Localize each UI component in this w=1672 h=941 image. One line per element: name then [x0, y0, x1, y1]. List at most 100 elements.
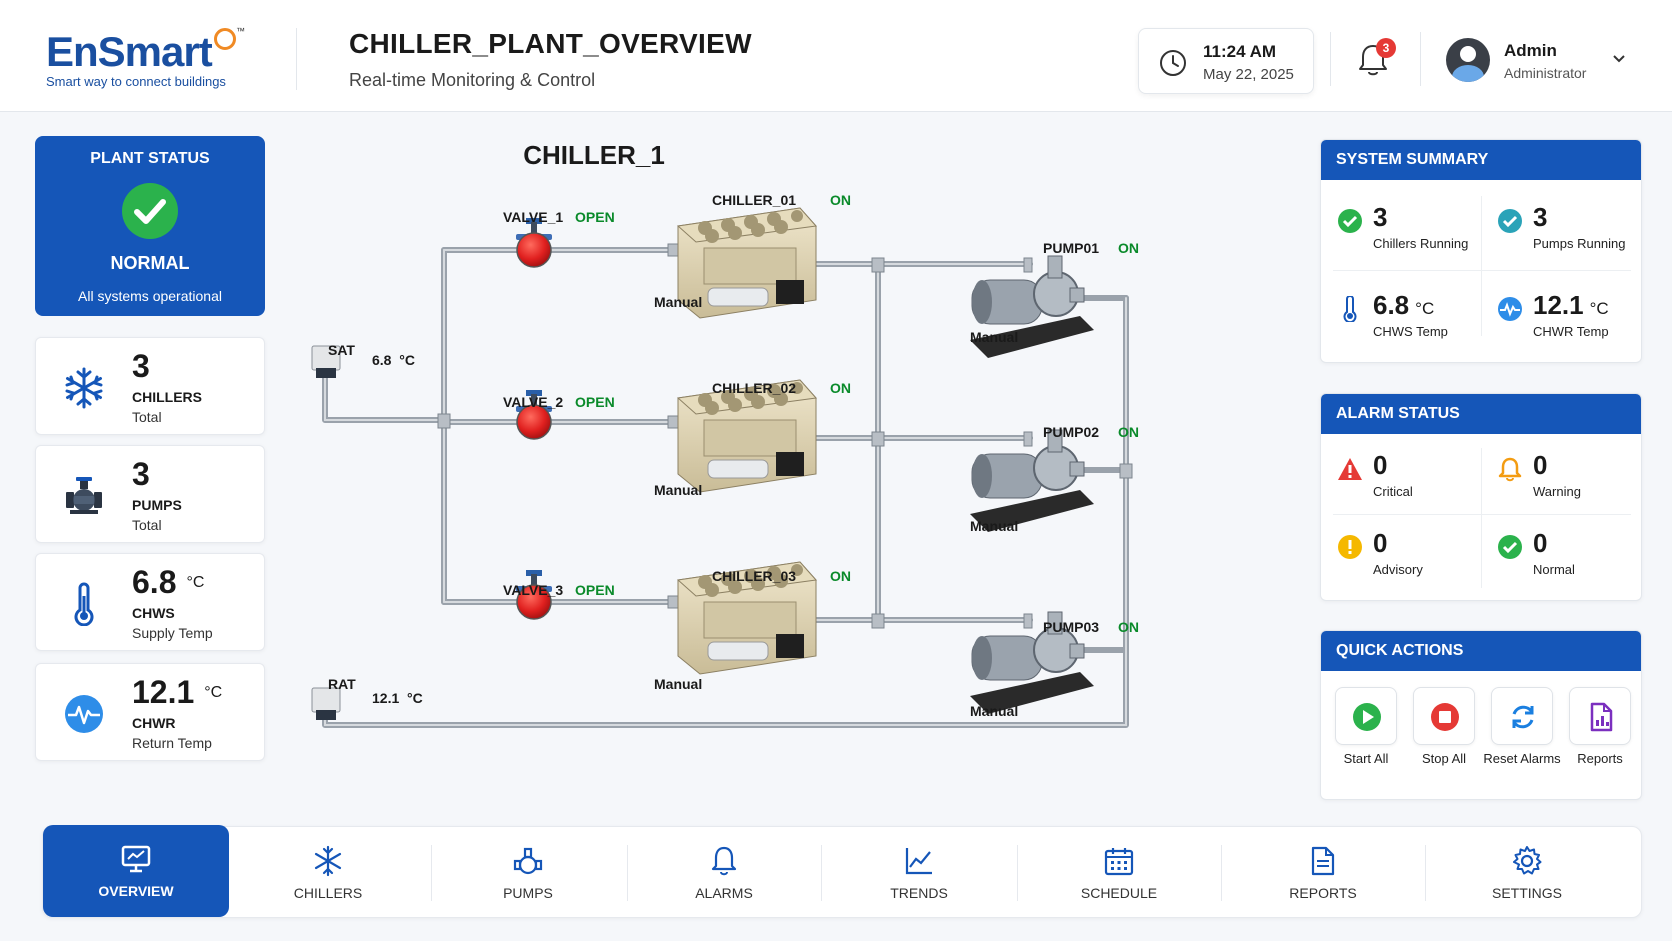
- chevron-down-icon[interactable]: [1612, 54, 1626, 64]
- nav-overview[interactable]: OVERVIEW: [43, 825, 229, 917]
- alarm-normal-value: 0: [1533, 528, 1548, 558]
- valve-3-icon: [516, 570, 552, 620]
- stat-sublabel: Return Temp: [132, 735, 212, 751]
- monitor-icon: [121, 845, 151, 873]
- nav-reports[interactable]: REPORTS: [1223, 827, 1423, 919]
- chiller-3-name[interactable]: CHILLER_03: [712, 568, 797, 584]
- alarm-advisory-value: 0: [1373, 528, 1388, 558]
- nav-pumps[interactable]: PUMPS: [433, 827, 623, 919]
- datetime-card: 11:24 AM May 22, 2025: [1138, 28, 1314, 94]
- stat-card-chillers[interactable]: 3 CHILLERS Total: [35, 337, 265, 435]
- stat-value: 6.8°C: [132, 564, 205, 600]
- chiller-2-name[interactable]: CHILLER_02: [712, 380, 797, 396]
- stat-label: CHWS: [132, 605, 175, 621]
- chwr-temp-label: CHWR Temp: [1533, 324, 1609, 339]
- pump-icon: [66, 477, 102, 514]
- stat-value: 3: [132, 348, 150, 384]
- nav-schedule[interactable]: SCHEDULE: [1019, 827, 1219, 919]
- stop-all-button[interactable]: [1413, 687, 1475, 745]
- reset-alarms-label: Reset Alarms: [1483, 751, 1561, 766]
- stop-all-label: Stop All: [1421, 751, 1467, 766]
- check-circle-icon: [122, 183, 178, 239]
- refresh-icon: [1512, 705, 1534, 729]
- stat-label: CHILLERS: [132, 389, 202, 405]
- bell-icon: [711, 846, 737, 876]
- stat-value: 3: [132, 456, 150, 492]
- document-icon: [1311, 846, 1335, 876]
- check-circle-icon: [1338, 209, 1362, 233]
- nav-settings-label: SETTINGS: [1491, 885, 1562, 901]
- report-document-icon: [1590, 702, 1613, 732]
- pump-1-mode[interactable]: Manual: [970, 329, 1019, 345]
- stat-sublabel: Total: [132, 517, 162, 533]
- page-title: CHILLER_PLANT_OVERVIEW: [349, 28, 752, 59]
- pump-1-state[interactable]: ON: [1118, 240, 1139, 256]
- reset-alarms-button[interactable]: [1491, 687, 1553, 745]
- nav-divider: [627, 845, 628, 901]
- nav-trends[interactable]: TRENDS: [823, 827, 1015, 919]
- chiller-3-state[interactable]: ON: [830, 568, 851, 584]
- stat-card-chwr[interactable]: 12.1°C CHWR Return Temp: [35, 663, 265, 761]
- alert-triangle-icon: [1338, 458, 1362, 480]
- chillers-running-value: 3: [1373, 202, 1388, 232]
- pump-unit-3: [970, 611, 1094, 714]
- ensmart-logo[interactable]: EnSmart ™ Smart way to connect buildings: [46, 26, 245, 89]
- header-divider-3: [1420, 32, 1421, 86]
- bottom-navigation: OVERVIEW CHILLERS PUMPS ALARMS TRENDS SC…: [42, 825, 1642, 919]
- valve-2-state[interactable]: OPEN: [575, 394, 615, 410]
- calendar-icon: [1104, 848, 1134, 876]
- chiller-1-name[interactable]: CHILLER_01: [712, 192, 797, 208]
- start-all-button[interactable]: [1335, 687, 1397, 745]
- quick-actions-panel: QUICK ACTIONS Start All Stop All Reset A…: [1320, 630, 1642, 800]
- pump-2-mode[interactable]: Manual: [970, 518, 1019, 534]
- summary-divider: [1481, 196, 1482, 336]
- sat-label: SAT: [328, 342, 355, 358]
- nav-settings[interactable]: SETTINGS: [1427, 827, 1627, 919]
- nav-divider: [1017, 845, 1018, 901]
- quick-actions-title: QUICK ACTIONS: [1321, 631, 1641, 671]
- pump-2-name[interactable]: PUMP02: [1043, 424, 1100, 440]
- logo-tagline: Smart way to connect buildings: [46, 74, 226, 89]
- reports-button[interactable]: [1569, 687, 1631, 745]
- check-circle-icon: [1498, 535, 1522, 559]
- chiller-3-mode[interactable]: Manual: [654, 676, 703, 692]
- stat-card-pumps[interactable]: 3 PUMPS Total: [35, 445, 265, 543]
- play-icon: [1353, 703, 1381, 731]
- plant-status-description: All systems operational: [78, 288, 222, 304]
- pumps-running-label: Pumps Running: [1533, 236, 1626, 251]
- header-divider-2: [1330, 32, 1331, 86]
- rat-value: 12.1 °C: [372, 690, 423, 706]
- nav-chillers-label: CHILLERS: [293, 885, 363, 901]
- header-bar: EnSmart ™ Smart way to connect buildings…: [0, 0, 1672, 112]
- valve-1-state[interactable]: OPEN: [575, 209, 615, 225]
- schematic-title: CHILLER_1: [523, 140, 665, 170]
- stop-icon: [1431, 703, 1459, 731]
- exclamation-circle-icon: [1338, 535, 1362, 559]
- chiller-2-state[interactable]: ON: [830, 380, 851, 396]
- pump-3-name[interactable]: PUMP03: [1043, 619, 1100, 635]
- pump-3-mode[interactable]: Manual: [970, 703, 1019, 719]
- stat-label: PUMPS: [132, 497, 182, 513]
- chiller-1-mode[interactable]: Manual: [654, 294, 703, 310]
- stat-card-chws[interactable]: 6.8°C CHWS Supply Temp: [35, 553, 265, 651]
- title-block: CHILLER_PLANT_OVERVIEW Real-time Monitor…: [349, 28, 752, 91]
- alarm-status-panel: ALARM STATUS 0 Critical 0 Warning 0 Advi…: [1320, 393, 1642, 601]
- chiller-1-state[interactable]: ON: [830, 192, 851, 208]
- chws-temp-value: 6.8°C: [1373, 290, 1435, 320]
- stat-sublabel: Total: [132, 409, 162, 425]
- nav-divider: [1425, 845, 1426, 901]
- plant-status-state: NORMAL: [110, 253, 190, 273]
- valve-1-icon: [516, 218, 552, 268]
- nav-reports-label: REPORTS: [1289, 885, 1357, 901]
- chiller-2-mode[interactable]: Manual: [654, 482, 703, 498]
- pulse-icon: [1498, 297, 1522, 321]
- pump-2-state[interactable]: ON: [1118, 424, 1139, 440]
- valve-3-state[interactable]: OPEN: [575, 582, 615, 598]
- pump-1-name[interactable]: PUMP01: [1043, 240, 1100, 256]
- nav-chillers[interactable]: CHILLERS: [233, 827, 423, 919]
- nav-alarms[interactable]: ALARMS: [629, 827, 819, 919]
- pump-3-state[interactable]: ON: [1118, 619, 1139, 635]
- clock-icon: [1160, 50, 1186, 76]
- page-subtitle: Real-time Monitoring & Control: [349, 70, 596, 90]
- alarm-warning-label: Warning: [1533, 484, 1581, 499]
